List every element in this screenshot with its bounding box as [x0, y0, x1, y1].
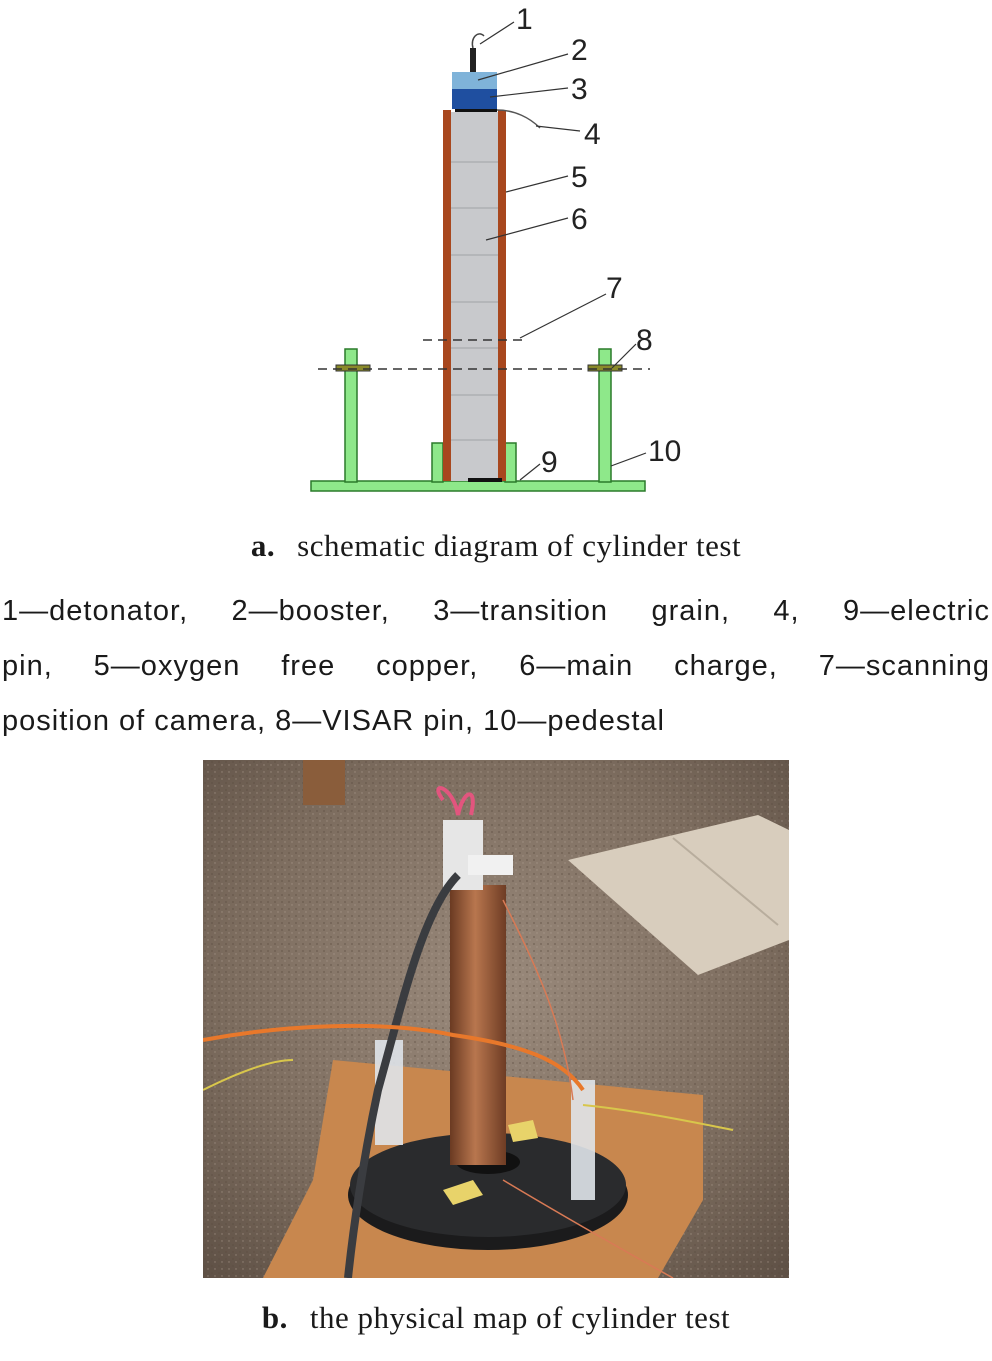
caption-b-text: the physical map of cylinder test	[309, 1300, 731, 1335]
booster	[452, 72, 497, 89]
transition-grain	[452, 88, 497, 109]
main-charge	[451, 112, 498, 481]
label-8: 8	[636, 324, 653, 357]
electric-pin-bottom	[468, 478, 502, 482]
detonator-wire	[471, 33, 485, 49]
caption-a-letter: a.	[250, 528, 276, 563]
legend-line-1: 1—detonator, 2—booster, 3—transition gra…	[2, 595, 990, 627]
label-1: 1	[516, 3, 533, 36]
detonator	[470, 48, 476, 72]
legend-line-3: position of camera, 8—VISAR pin, 10—pede…	[2, 705, 665, 737]
caption-b-letter: b.	[261, 1300, 288, 1335]
leader-lines	[477, 21, 647, 481]
label-4: 4	[584, 118, 601, 151]
electric-pin-top	[455, 108, 497, 112]
label-10: 10	[648, 435, 681, 468]
oxygen-free-copper-tube	[443, 110, 506, 481]
label-9: 9	[541, 446, 558, 479]
label-6: 6	[571, 203, 588, 236]
caption-b: b. the physical map of cylinder test	[0, 1300, 992, 1336]
legend-line-2: pin, 5—oxygen free copper, 6—main charge…	[2, 650, 990, 682]
cylinder-test-schematic: 1 2 3 4 5 6 7 8 9 10	[310, 3, 681, 492]
label-3: 3	[571, 73, 588, 106]
label-7: 7	[606, 272, 623, 305]
caption-a-text: schematic diagram of cylinder test	[297, 528, 742, 563]
label-5: 5	[571, 161, 588, 194]
cylinder-test-photo	[203, 760, 789, 1278]
visar-pins	[335, 364, 623, 372]
label-2: 2	[571, 34, 588, 67]
legend: 1—detonator, 2—booster, 3—transition gra…	[2, 584, 990, 749]
caption-a: a. schematic diagram of cylinder test	[0, 528, 992, 564]
